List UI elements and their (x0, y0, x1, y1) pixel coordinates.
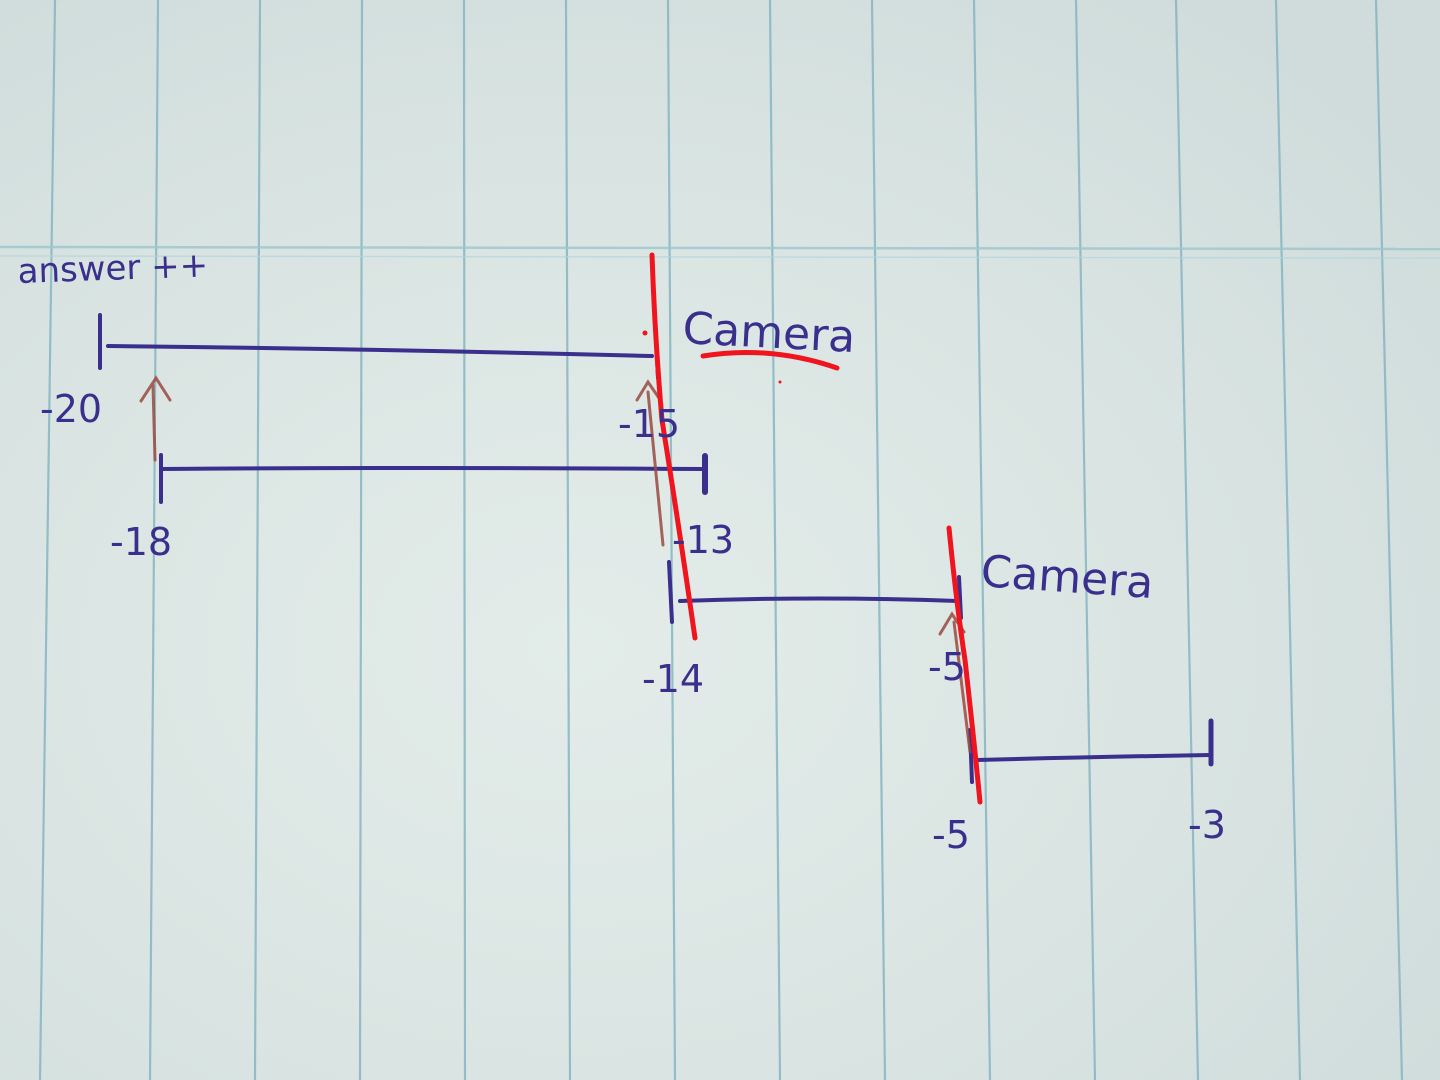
label-neg5-bottom: -5 (932, 813, 970, 857)
label-neg20: -20 (40, 387, 102, 431)
label-neg15: -15 (618, 402, 680, 446)
interval-3-start-tick (667, 560, 674, 624)
arrow-group (139, 375, 972, 754)
interval-4-bar (975, 753, 1212, 762)
label-neg3: -3 (1188, 803, 1226, 847)
camera-1-line (649, 252, 698, 641)
ruled-lines (38, 0, 1404, 1080)
camera-1-label: Camera (681, 303, 856, 363)
camera-line-group (649, 252, 983, 805)
label-neg5-top: -5 (928, 645, 966, 689)
arrow-1-shaft (151, 383, 157, 462)
margin-line (0, 245, 1440, 251)
interval-3-bar (678, 596, 960, 603)
arrow-2-shaft (646, 390, 665, 547)
tick-labels: -20 -15 -18 -13 -14 -5 -5 -3 (40, 387, 1226, 857)
red-dot (642, 330, 648, 336)
heading-text: answer ++ (17, 245, 209, 292)
label-neg18: -18 (110, 520, 172, 564)
margin-line-secondary (0, 255, 1440, 259)
interval-4-start-tick (968, 728, 974, 784)
arrow-1-head (139, 375, 172, 403)
arrow-2-head (635, 379, 661, 402)
label-neg13: -13 (672, 518, 734, 562)
interval-1-bar (106, 344, 654, 358)
arrow-3-shaft (952, 620, 972, 754)
red-dot-small (778, 380, 782, 384)
interval-2-bar (161, 466, 705, 471)
camera-1-underline (700, 349, 840, 371)
camera-2-label: Camera (979, 546, 1155, 609)
interval-group (98, 313, 1214, 784)
label-neg14: -14 (642, 657, 704, 701)
camera-2-line (946, 525, 983, 805)
